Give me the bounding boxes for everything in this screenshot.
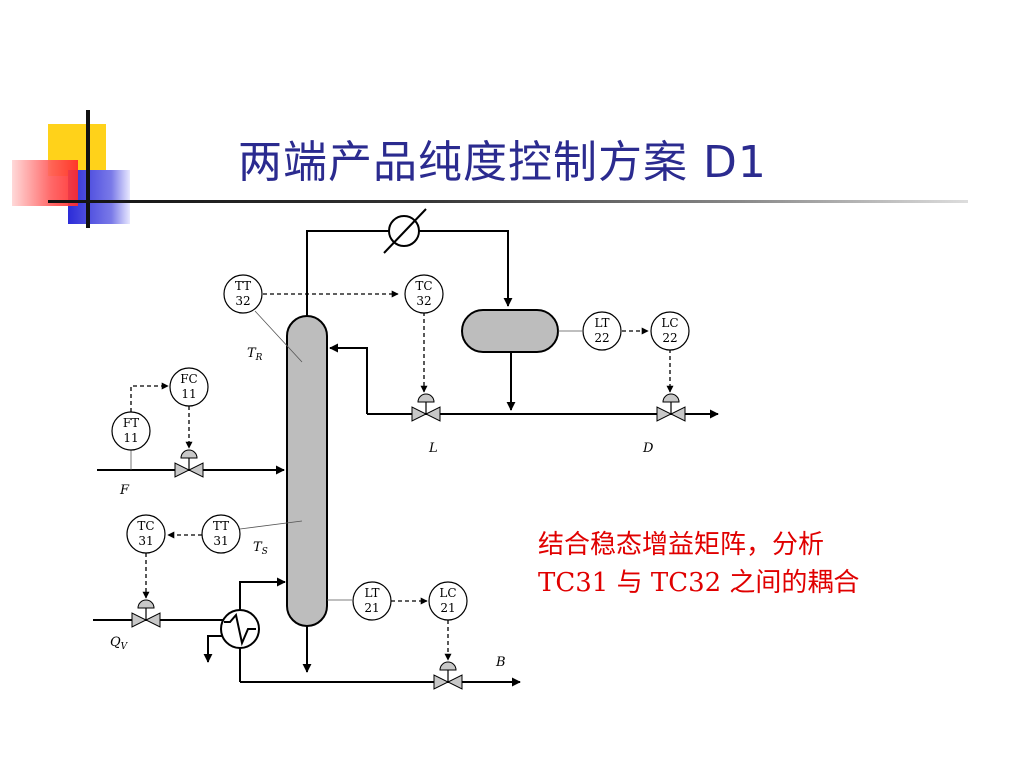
tt31-sensor-line [239, 520, 303, 530]
svg-text:LC: LC [439, 586, 456, 600]
label-b: B [495, 655, 506, 670]
reboiler-vapor-return-line [239, 577, 286, 610]
reboiler-icon [220, 609, 260, 649]
svg-text:TC: TC [137, 519, 154, 533]
svg-text:31: 31 [213, 534, 228, 548]
coupling-note: 结合稳态增益矩阵，分析 TC31 与 TC32 之间的耦合 [538, 526, 859, 602]
instrument-lc21: LC 21 [428, 581, 468, 621]
tt32-sensor-line [254, 310, 303, 363]
svg-text:22: 22 [594, 331, 609, 345]
coupling-note-line1: 结合稳态增益矩阵，分析 [538, 530, 825, 560]
reflux-valve [411, 393, 441, 422]
feed-valve [174, 449, 204, 478]
svg-text:11: 11 [123, 431, 138, 445]
instrument-ft11: FT 11 [111, 411, 151, 451]
svg-text:LT: LT [595, 316, 610, 330]
label-f: F [119, 483, 130, 498]
signal-ft11-fc11 [130, 382, 169, 412]
coupling-note-line2: TC31 与 TC32 之间的耦合 [538, 568, 860, 598]
label-ts: TS [253, 540, 268, 557]
label-l: L [428, 441, 438, 456]
svg-text:32: 32 [235, 294, 250, 308]
instrument-tc31: TC 31 [126, 514, 166, 554]
deco-vertical-bar [86, 110, 90, 228]
bottoms-valve [433, 661, 463, 690]
svg-text:LT: LT [365, 586, 380, 600]
svg-text:31: 31 [138, 534, 153, 548]
svg-text:32: 32 [416, 294, 431, 308]
svg-text:11: 11 [181, 387, 196, 401]
label-tr: TR [247, 346, 263, 363]
label-qv: QV [110, 635, 129, 652]
instrument-tt32: TT 32 [223, 274, 263, 314]
svg-text:LC: LC [661, 316, 678, 330]
condenser-icon [383, 208, 427, 254]
instrument-tt31: TT 31 [201, 514, 241, 554]
svg-text:22: 22 [662, 331, 677, 345]
instrument-tc32: TC 32 [404, 274, 444, 314]
svg-text:TC: TC [415, 279, 432, 293]
instrument-lt22: LT 22 [582, 311, 622, 351]
slide-title: 两端产品纯度控制方案 D1 [238, 137, 767, 188]
label-d: D [642, 441, 654, 456]
steam-valve [131, 599, 161, 628]
reflux-return-line [329, 343, 368, 414]
svg-text:21: 21 [364, 601, 379, 615]
instrument-fc11: FC 11 [169, 367, 209, 407]
deco-red-block [12, 160, 78, 206]
reflux-drum [461, 309, 559, 353]
distillate-valve [656, 393, 686, 422]
svg-text:FT: FT [123, 416, 139, 430]
svg-text:TT: TT [235, 279, 251, 293]
svg-text:FC: FC [180, 372, 198, 386]
svg-text:TT: TT [213, 519, 229, 533]
distillation-column [286, 315, 328, 627]
deco-blue-block [68, 170, 130, 224]
instrument-lc22: LC 22 [650, 311, 690, 351]
deco-horizontal-bar [48, 200, 968, 203]
instrument-lt21: LT 21 [352, 581, 392, 621]
svg-text:21: 21 [440, 601, 455, 615]
